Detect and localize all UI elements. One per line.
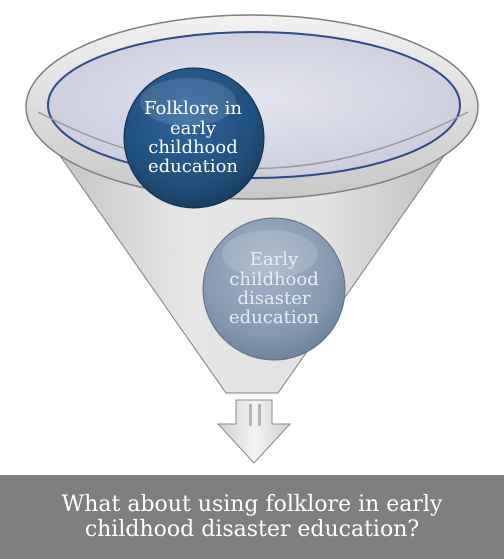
circle-disaster-label: Early childhood disaster education	[229, 249, 319, 329]
circle-disaster-highlight	[222, 230, 318, 278]
down-arrow-stripe	[249, 404, 252, 426]
down-arrow-icon	[216, 399, 292, 464]
caption-text: What about using folklore in early child…	[61, 491, 443, 542]
circle-folklore-highlight	[140, 78, 236, 126]
circle-folklore-label: Folklore in early childhood education	[144, 98, 242, 178]
caption-box: What about using folklore in early child…	[0, 475, 504, 559]
down-arrow-stripe	[258, 404, 261, 426]
circle-folklore	[123, 67, 265, 209]
circle-disaster-education	[202, 217, 346, 361]
